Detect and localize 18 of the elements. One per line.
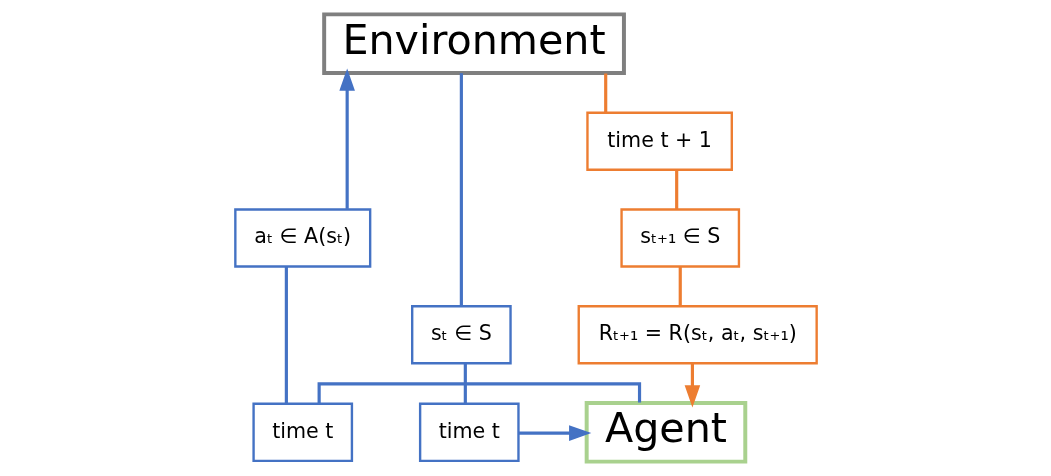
- arrow: [518, 425, 591, 441]
- connector: [459, 73, 463, 307]
- arrow: [338, 68, 355, 209]
- arrow: [684, 363, 700, 408]
- node-box: Environment: [321, 12, 626, 76]
- node-box: time t: [418, 402, 520, 463]
- connector: [674, 170, 678, 209]
- node-box: sₜ ∈ S: [410, 305, 512, 365]
- node-box: aₜ ∈ A(sₜ): [233, 208, 371, 268]
- connector: [678, 267, 682, 306]
- node-box: time t + 1: [585, 111, 733, 171]
- connector: [284, 266, 288, 404]
- node-box: sₜ₊₁ ∈ S: [619, 208, 740, 268]
- node-box: Rₜ₊₁ = R(sₜ, aₜ, sₜ₊₁): [577, 305, 818, 365]
- connector: [603, 73, 607, 113]
- node-box: Agent: [584, 400, 747, 464]
- node-box: time t: [251, 402, 353, 463]
- connector: [463, 363, 467, 404]
